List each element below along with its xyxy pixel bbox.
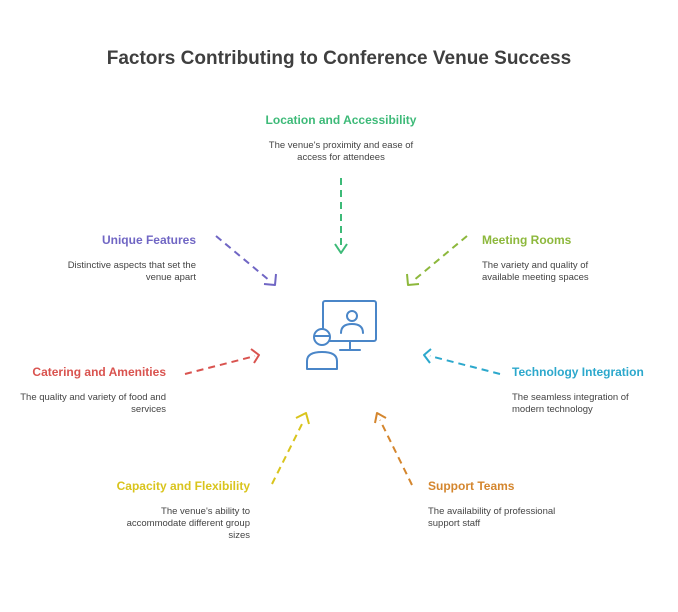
- factor-desc-unique-features: Distinctive aspects that set the venue a…: [67, 260, 196, 283]
- factor-title-support-teams: Support Teams: [428, 479, 515, 493]
- presentation-screen-user-icon: [306, 300, 377, 370]
- factor-title-location: Location and Accessibility: [265, 113, 417, 127]
- factor-title-technology: Technology Integration: [512, 365, 644, 379]
- arrow-meeting-rooms: [406, 235, 468, 286]
- factor-desc-meeting-rooms: The variety and quality of available mee…: [482, 260, 589, 283]
- factor-desc-technology: The seamless integration of modern techn…: [512, 392, 629, 415]
- arrow-support-teams: [374, 412, 413, 486]
- diagram-title: Factors Contributing to Conference Venue…: [106, 48, 572, 69]
- factor-desc-capacity: The venue's ability to accommodate diffe…: [126, 506, 250, 541]
- factor-desc-support-teams: The availability of professional support…: [428, 506, 556, 529]
- arrow-technology: [423, 348, 501, 375]
- factor-desc-location: The venue's proximity and ease of access…: [268, 140, 414, 163]
- factor-title-catering: Catering and Amenities: [32, 365, 166, 379]
- factor-desc-catering: The quality and variety of food and serv…: [20, 392, 166, 415]
- arrow-location: [334, 178, 348, 254]
- factor-title-capacity: Capacity and Flexibility: [116, 479, 250, 493]
- arrow-capacity: [271, 412, 310, 485]
- arrow-catering: [184, 348, 260, 375]
- factor-title-unique-features: Unique Features: [101, 233, 196, 247]
- arrow-unique-features: [215, 235, 277, 286]
- factor-title-meeting-rooms: Meeting Rooms: [482, 233, 572, 247]
